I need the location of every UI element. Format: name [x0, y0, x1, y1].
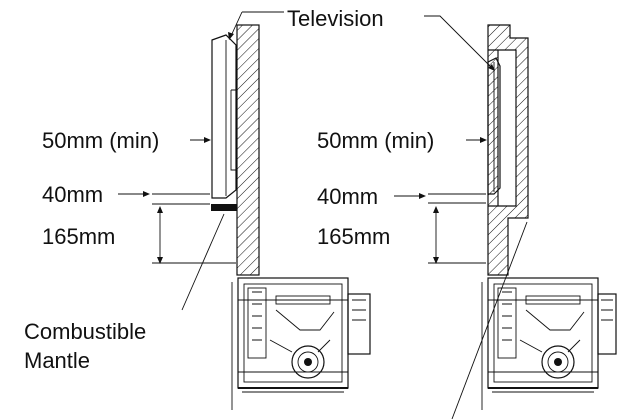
left-fireplace-insert [231, 277, 371, 410]
right-wall-leader-line [451, 221, 528, 419]
right-tv-gap-dimension [466, 124, 489, 168]
mantle-label: Mantle [24, 348, 90, 373]
right-television [487, 57, 501, 195]
right-mantle-gap-label: 40mm [317, 184, 378, 209]
left-mantle-gap-dimension [118, 191, 210, 205]
right-tv-gap-label: 50mm (min) [317, 128, 434, 153]
left-wall [236, 24, 260, 276]
left-installation [118, 24, 371, 410]
left-height-label: 165mm [42, 224, 115, 249]
right-fireplace-insert [481, 277, 617, 410]
mantle-leader-line [181, 213, 225, 311]
left-tv-gap-dimension [190, 124, 213, 168]
left-tv-gap-label: 50mm (min) [42, 128, 159, 153]
right-height-label: 165mm [317, 224, 390, 249]
left-mantle [211, 204, 237, 211]
combustible-label: Combustible [24, 319, 146, 344]
right-height-dimension [428, 206, 486, 264]
television-callout [228, 11, 495, 71]
television-label: Television [287, 6, 384, 31]
right-installation [394, 24, 617, 419]
left-height-dimension [152, 206, 236, 264]
right-wall [487, 24, 529, 276]
right-mantle-gap-dimension [394, 193, 486, 204]
left-television [211, 34, 237, 199]
left-mantle-gap-label: 40mm [42, 182, 103, 207]
